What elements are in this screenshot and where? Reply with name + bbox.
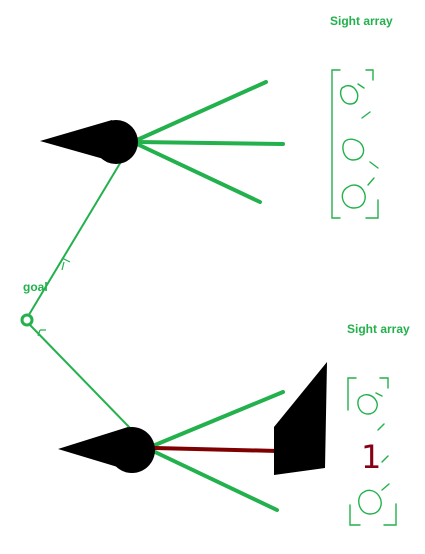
top-agent — [40, 120, 138, 164]
top-agent-sight-rays — [135, 80, 285, 204]
goal-marker — [20, 313, 34, 327]
top-array-cell-2-tick — [369, 161, 379, 169]
goal-paths — [26, 159, 133, 431]
bottom-array-bracket-left-bottom — [349, 504, 361, 526]
bottom-array-cell-3-tick — [381, 483, 390, 491]
bottom-agent-goal-path — [29, 324, 133, 431]
bottom-array-cell-2-value: 1 — [361, 438, 381, 476]
top-sight-array — [331, 69, 379, 219]
bottom-agent — [58, 427, 155, 473]
top-array-cell-3 — [341, 184, 366, 209]
top-array-bracket-right-bottom — [365, 199, 379, 219]
bottom-ray-upper — [153, 390, 285, 447]
top-agent-goal-path — [26, 159, 123, 319]
bottom-path-arrow-tick — [37, 329, 46, 337]
bottom-array-cell-3 — [358, 489, 382, 515]
obstacle — [274, 362, 327, 475]
bottom-array-cell-1-tick — [377, 423, 385, 431]
top-array-bracket-right — [365, 69, 374, 81]
bottom-agent-sight-rays — [153, 390, 285, 512]
top-ray-upper — [135, 80, 268, 142]
bottom-ray-lower — [153, 450, 279, 512]
top-array-cell-3-tick — [367, 177, 375, 186]
bottom-ray-middle-blocked — [153, 446, 280, 453]
top-array-cell-1-tick — [361, 111, 371, 119]
bottom-array-bracket-right-bottom — [383, 503, 397, 526]
bottom-array-bracket-right — [379, 377, 389, 389]
top-array-cell-1-mark — [357, 83, 365, 89]
top-array-cell-1 — [339, 84, 359, 105]
bottom-array-cell-1-mark — [375, 392, 383, 397]
top-agent-head — [94, 120, 138, 164]
top-ray-lower — [135, 142, 262, 204]
bottom-array-cell-1 — [357, 394, 378, 415]
bottom-array-bracket-left — [347, 377, 357, 411]
bottom-agent-head — [109, 427, 155, 473]
bottom-array-cell-3-tick-2 — [381, 455, 389, 463]
top-array-cell-2 — [342, 138, 365, 161]
top-ray-middle — [135, 140, 285, 146]
sight-array-top-label: Sight array — [330, 14, 393, 28]
top-array-bracket-left — [331, 69, 341, 219]
sight-array-bottom-label: Sight array — [347, 322, 410, 336]
top-path-arrow-tick — [61, 257, 71, 271]
goal-label: goal — [23, 280, 48, 294]
bottom-sight-array — [347, 377, 397, 526]
